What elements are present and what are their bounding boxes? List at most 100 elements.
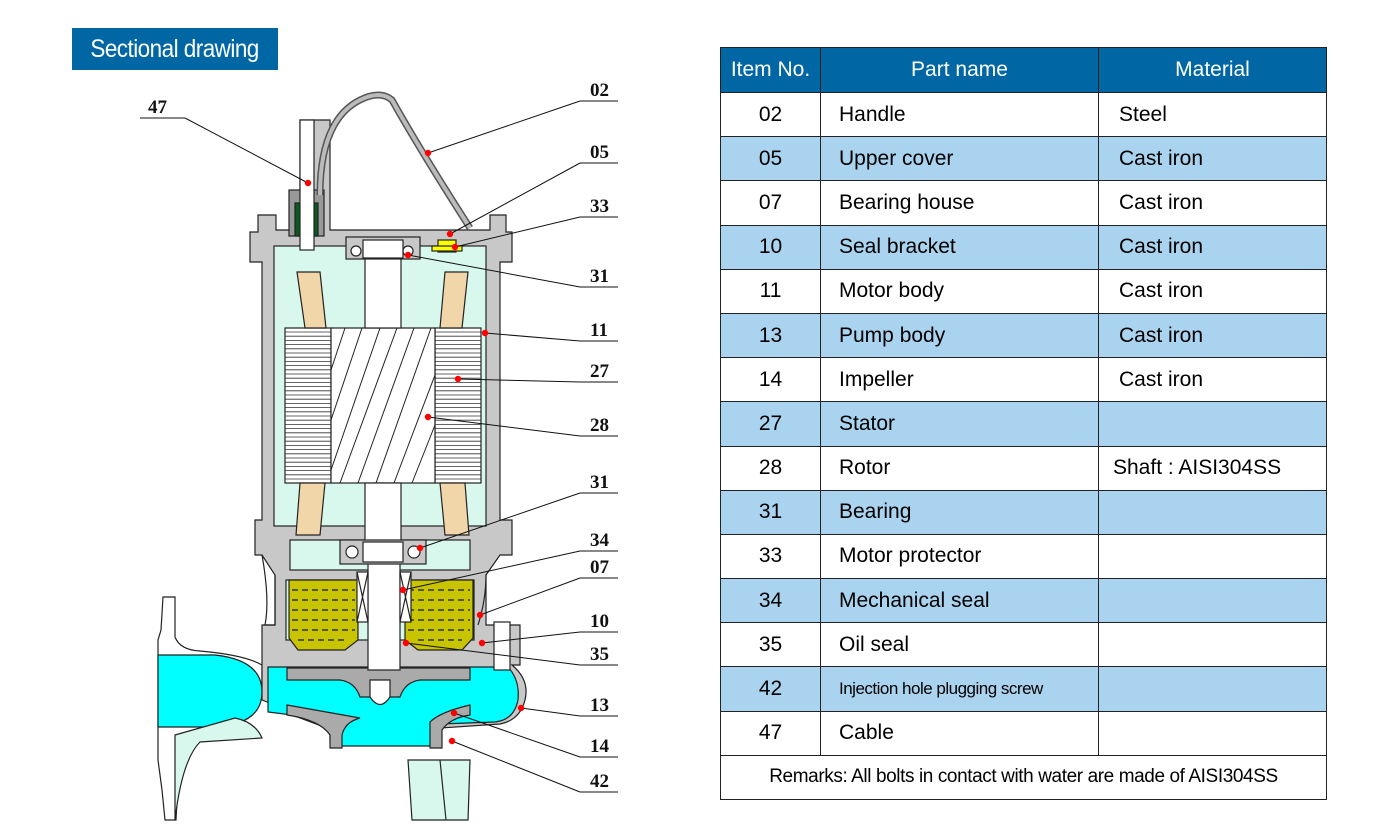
material-cell: Shaft : AISI304SS [1098, 445, 1327, 491]
callout-marker-dot [424, 413, 432, 421]
callout-label-05: 05 [590, 142, 609, 163]
callout-marker-dot [399, 586, 407, 594]
callout-leader-line [419, 492, 581, 549]
material-cell [1098, 401, 1327, 447]
item-no-cell: 02 [720, 91, 821, 138]
material-cell: Steel [1098, 91, 1327, 138]
callout-marker-dot [424, 149, 432, 157]
part-name-cell: Motor body [820, 268, 1099, 314]
callout-label-11: 11 [590, 320, 608, 341]
part-name-cell: Motor protector [820, 533, 1099, 580]
part-name-cell: Impeller [820, 357, 1099, 403]
material-cell: Cast iron [1098, 312, 1327, 359]
callout-marker-dot [478, 639, 486, 647]
callout-label-34: 34 [590, 530, 610, 551]
winding-lower-right [439, 482, 470, 536]
callout-label-14: 14 [590, 736, 610, 757]
part-name-cell: Handle [820, 91, 1099, 138]
outlet-water-channel [157, 654, 263, 728]
item-no-cell: 28 [720, 445, 821, 491]
callout-marker-dot [448, 737, 456, 745]
part-name-cell: Injection hole plugging screw [820, 666, 1099, 712]
callout-marker-dot [304, 179, 312, 187]
callout-leader-line [484, 332, 581, 342]
callout-leader-line [184, 117, 309, 184]
callout-marker-dot [450, 709, 458, 717]
callout-leader-line [427, 100, 581, 154]
material-cell [1098, 489, 1327, 535]
remarks-text: Remarks: All bolts in contact with water… [720, 754, 1327, 801]
callout-leader-line [449, 162, 581, 235]
callout-marker-dot [451, 243, 459, 251]
winding-lower-left [295, 482, 326, 536]
material-cell [1098, 578, 1327, 624]
part-name-cell: Bearing [820, 489, 1099, 535]
part-name-cell: Upper cover [820, 136, 1099, 182]
item-no-cell: 33 [720, 533, 821, 580]
material-cell [1098, 666, 1327, 712]
callout-label-28: 28 [590, 415, 609, 436]
callout-leader-line [457, 378, 581, 383]
callout-marker-dot [446, 230, 454, 238]
item-no-cell: 31 [720, 489, 821, 535]
item-no-cell: 10 [720, 224, 821, 270]
part-name-cell: Oil seal [820, 622, 1099, 668]
item-no-cell: 07 [720, 180, 821, 226]
part-name-cell: Rotor [820, 445, 1099, 491]
bearing-house [261, 554, 276, 626]
callout-label-31: 31 [590, 266, 609, 287]
item-no-cell: 27 [720, 401, 821, 447]
header-part-name: Part name [820, 47, 1099, 93]
item-no-cell: 42 [720, 666, 821, 712]
callout-leader-line [481, 631, 581, 644]
callout-label-33: 33 [590, 196, 609, 217]
material-cell: Cast iron [1098, 268, 1327, 314]
callout-leader-line [405, 642, 581, 666]
callout-label-47: 47 [148, 97, 168, 118]
material-cell: Cast iron [1098, 136, 1327, 182]
callout-label-02: 02 [590, 80, 609, 101]
winding-upper-right [439, 271, 469, 329]
callout-label-42: 42 [590, 771, 609, 792]
callout-label-07: 07 [590, 557, 610, 578]
material-cell: Cast iron [1098, 224, 1327, 270]
part-name-cell: Cable [820, 710, 1099, 756]
section-title: Sectional drawing [72, 28, 278, 70]
header-item-no: Item No. [720, 47, 821, 93]
callout-marker-dot [404, 251, 412, 259]
item-no-cell: 05 [720, 136, 821, 182]
callout-leader-line [520, 707, 581, 717]
item-no-cell: 47 [720, 710, 821, 756]
callout-label-27: 27 [590, 361, 610, 382]
impeller-nut [369, 679, 391, 706]
item-no-cell: 35 [720, 622, 821, 668]
material-cell: Cast iron [1098, 357, 1327, 403]
material-cell: Cast iron [1098, 180, 1327, 226]
remarks-row: Remarks: All bolts in contact with water… [720, 754, 1327, 801]
material-cell [1098, 533, 1327, 580]
part-name-cell: Pump body [820, 312, 1099, 359]
winding-upper-left [296, 271, 327, 329]
callout-label-31: 31 [590, 472, 609, 493]
callout-leader-line [479, 577, 581, 616]
callout-leader-line [427, 416, 581, 437]
stator-right [434, 327, 482, 484]
part-name-cell: Seal bracket [820, 224, 1099, 270]
header-material: Material [1098, 47, 1327, 93]
part-name-cell: Mechanical seal [820, 578, 1099, 624]
